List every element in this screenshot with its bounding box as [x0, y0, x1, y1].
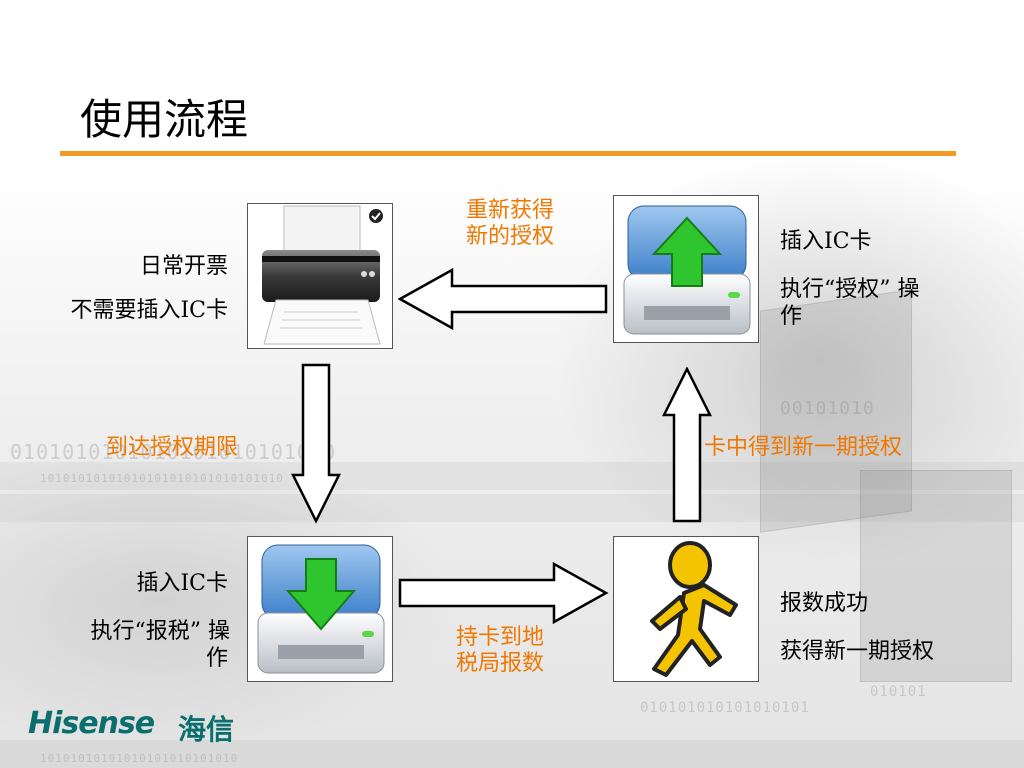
- step-authorize-label: 插入IC卡 执行“授权” 操 作: [780, 229, 1010, 330]
- page-title: 使用流程: [80, 95, 249, 144]
- step-authorize-line2a: 执行“授权” 操: [780, 277, 920, 303]
- step-report-ok-line1: 报数成功: [780, 591, 869, 616]
- transition-card-gets-auth-label: 卡中得到新一期授权: [704, 435, 903, 460]
- step-invoice-line1: 日常开票: [139, 254, 228, 279]
- background-stripe: [0, 494, 1024, 522]
- step-report-ok-line2: 获得新一期授权: [780, 639, 935, 665]
- background-digits: 0101010101010101010101010: [10, 440, 337, 464]
- background-digits: 010101010101010101: [640, 700, 810, 716]
- background-digits: 10101010101010101010101010101010: [40, 472, 284, 485]
- step-report-ok-label: 报数成功 获得新一期授权: [780, 591, 1010, 666]
- arrow-right: [398, 562, 609, 624]
- step-invoice-line2: 不需要插入IC卡: [70, 298, 228, 324]
- card-insert-icon: [623, 205, 751, 335]
- step-invoice-label: 日常开票 不需要插入IC卡: [0, 254, 228, 325]
- transition-reauthorize-label: 重新获得 新的授权: [440, 198, 580, 251]
- arrow-left: [398, 268, 608, 330]
- background-digits: 00101010: [780, 398, 875, 419]
- step-authorize-line1: 插入IC卡: [780, 229, 872, 254]
- transition-go-bureau-line2: 税局报数: [455, 651, 544, 677]
- step-tax-report-line2a: 执行“报税” 操: [90, 619, 231, 645]
- step-tax-report-label: 插入IC卡 执行“报税” 操 作: [0, 571, 231, 672]
- transition-go-bureau-line1: 持卡到地: [455, 625, 544, 650]
- arrow-up: [662, 367, 712, 523]
- transition-reauthorize-line1: 重新获得: [465, 198, 554, 223]
- background-digits: 10101010101010101010101010: [40, 752, 239, 765]
- background-stripe: [0, 740, 1024, 768]
- card-download-icon: [257, 544, 385, 674]
- transition-reauthorize-line2: 新的授权: [465, 224, 554, 250]
- printer-icon-box: [247, 203, 393, 349]
- arrow-down: [291, 363, 341, 524]
- printer-icon: [262, 205, 383, 345]
- background-digits: 010101: [870, 684, 927, 700]
- transition-go-bureau-label: 持卡到地 税局报数: [430, 625, 570, 678]
- transition-deadline-label: 到达授权期限: [106, 435, 239, 460]
- card-download-icon-box: [247, 536, 393, 682]
- title-underline: [60, 151, 956, 156]
- hisense-logo: Hisense: [28, 706, 155, 741]
- running-man-icon: [650, 541, 738, 677]
- hisense-logo-cn: 海信: [178, 713, 235, 746]
- card-insert-icon-box: [613, 195, 759, 343]
- step-tax-report-line1: 插入IC卡: [136, 571, 228, 596]
- step-authorize-line2b: 作: [780, 303, 803, 329]
- background-building: [860, 470, 1012, 682]
- running-man-icon-box: [613, 536, 759, 682]
- step-tax-report-line2b: 作: [205, 645, 228, 671]
- background-stripe: [0, 462, 1024, 490]
